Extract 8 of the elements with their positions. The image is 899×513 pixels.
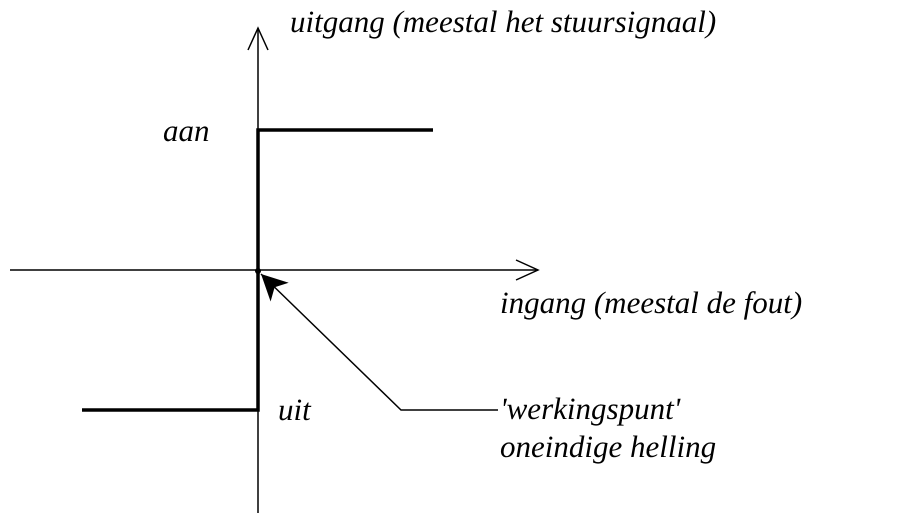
axis-label: ingang (meestal de fout) [500,285,802,321]
state-label: uit [278,392,311,428]
annotation-text: 'werkingspunt' [500,390,680,428]
state-label: aan [163,113,210,149]
annotation-text: oneindige helling [500,428,716,466]
operating-point [255,268,261,274]
axis-label: uitgang (meestal het stuursignaal) [290,4,716,40]
leader-line [260,273,498,411]
